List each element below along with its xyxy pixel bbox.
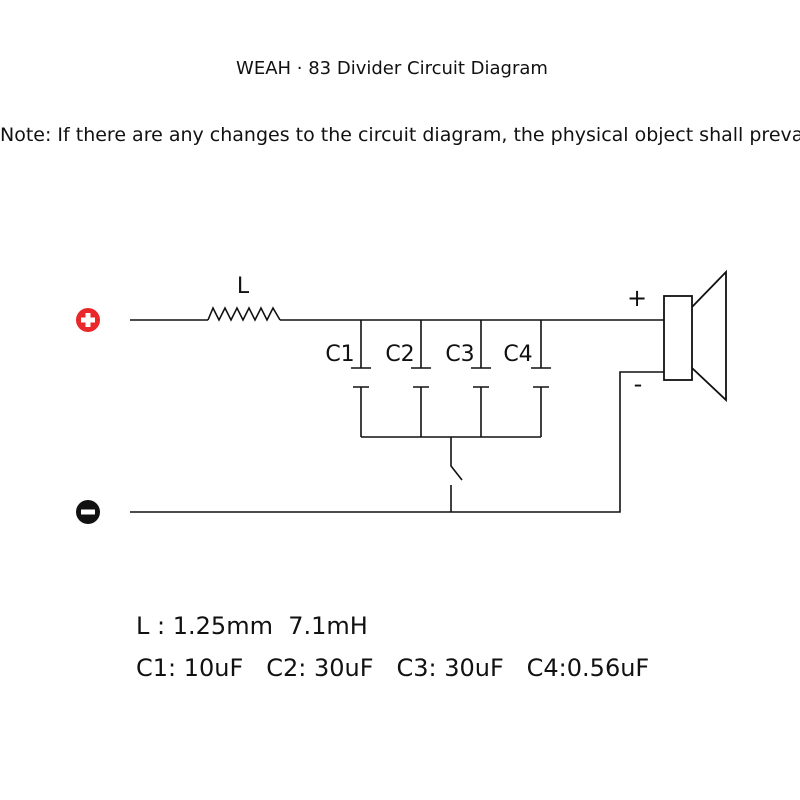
switch-upper xyxy=(450,437,463,481)
capacitor-c3-top xyxy=(471,320,491,369)
capacitor-label-c2: C2 xyxy=(385,342,414,367)
inductor-wire-gauge: 1.25mm xyxy=(172,612,273,640)
note-text: Note: If there are any changes to the ci… xyxy=(0,124,800,146)
capacitor-label-c1: C1 xyxy=(325,342,354,367)
inductor-spec-label: L xyxy=(136,612,150,640)
bottom-wire xyxy=(130,371,664,513)
c4-spec-name: C4: xyxy=(526,654,567,682)
capacitor-c4-bottom xyxy=(533,386,549,437)
diagram-title: WEAH · 83 Divider Circuit Diagram xyxy=(236,58,548,79)
speaker-minus-label: - xyxy=(634,370,643,398)
c2-spec-name: C2: xyxy=(266,654,307,682)
speaker-magnet xyxy=(663,295,693,381)
capacitor-c3-bottom xyxy=(473,386,489,437)
positive-terminal-icon xyxy=(76,308,100,332)
capacitor-c2-top xyxy=(411,320,431,369)
capacitor-label-c4: C4 xyxy=(503,342,532,367)
capacitor-c1-top xyxy=(351,320,371,369)
speaker-cone xyxy=(691,269,727,403)
c2-spec-value: 30uF xyxy=(313,654,374,682)
inductor-value: 7.1mH xyxy=(288,612,368,640)
inductor-spec: L : 1.25mm 7.1mH xyxy=(136,612,368,640)
c3-spec-value: 30uF xyxy=(444,654,504,682)
capacitor-c4-top xyxy=(531,320,551,369)
inductor-coil xyxy=(207,306,281,322)
c3-spec-name: C3: xyxy=(396,654,437,682)
negative-terminal-icon xyxy=(76,500,100,524)
c4-spec-value: 0.56uF xyxy=(566,654,650,682)
c1-spec-value: 10uF xyxy=(183,654,244,682)
capacitor-c1-bottom xyxy=(353,386,369,437)
capacitor-spec: C1: 10uF C2: 30uF C3: 30uF C4:0.56uF xyxy=(136,654,649,682)
c1-spec-name: C1: xyxy=(136,654,177,682)
inductor-spec-sep: : xyxy=(157,612,166,640)
inductor-label: L xyxy=(237,274,250,299)
speaker-plus-label: + xyxy=(627,284,647,312)
capacitor-c2-bottom xyxy=(413,386,429,437)
capacitor-label-c3: C3 xyxy=(445,342,474,367)
